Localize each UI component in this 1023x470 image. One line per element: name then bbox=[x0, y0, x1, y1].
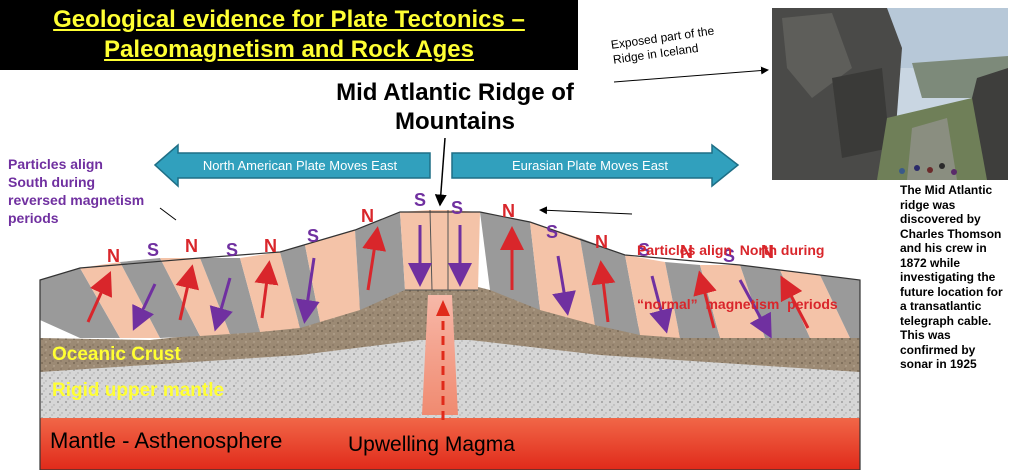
info-line: a transatlantic bbox=[900, 299, 982, 313]
polarity-letter: N bbox=[761, 242, 774, 262]
polarity-letter: S bbox=[307, 226, 319, 246]
title-line-1: Geological evidence for Plate Tectonics … bbox=[53, 6, 525, 33]
title-line-2: Paleomagnetism and Rock Ages bbox=[104, 36, 474, 63]
left-plate-label: North American Plate Moves East bbox=[203, 158, 398, 173]
polarity-letter: N bbox=[185, 236, 198, 256]
polarity-letter: S bbox=[546, 222, 558, 242]
info-line: and his crew in bbox=[900, 241, 987, 255]
info-line: ridge was bbox=[900, 197, 956, 212]
title-banner bbox=[0, 0, 578, 70]
magma-label: Upwelling Magma bbox=[348, 433, 515, 456]
center-magnetic-arrows bbox=[408, 225, 472, 287]
note-line: reversed magnetism bbox=[8, 192, 145, 208]
discovery-info: The Mid Atlantic ridge was discovered by… bbox=[900, 183, 1023, 372]
right-polarity-letters: N S N S N S N bbox=[502, 201, 774, 266]
polarity-letter: N bbox=[107, 246, 120, 266]
left-magnetic-arrows bbox=[86, 226, 387, 332]
note-line: Particles align bbox=[8, 156, 103, 172]
info-line: 1872 while bbox=[900, 255, 961, 270]
right-magnetic-arrows bbox=[500, 226, 810, 339]
polarity-letter: S bbox=[723, 246, 735, 266]
info-line: This was bbox=[900, 328, 951, 342]
reversed-note: Particles align South during reversed ma… bbox=[8, 155, 144, 227]
polarity-letter: S bbox=[638, 240, 650, 260]
asthenosphere-layer bbox=[40, 415, 860, 470]
photo-pointer-arrow bbox=[613, 66, 769, 83]
ridge-label: Mid Atlantic Ridge of Mountains bbox=[300, 78, 610, 136]
section-outline bbox=[39, 211, 861, 470]
polarity-letter: S bbox=[147, 240, 159, 260]
normal-note: Particles align North during “normal” ma… bbox=[637, 205, 838, 331]
note-line: South during bbox=[8, 174, 96, 190]
note-line: periods bbox=[8, 210, 59, 226]
info-line: Charles Thomson bbox=[900, 226, 1002, 241]
left-plate-arrow bbox=[153, 143, 431, 188]
info-line: future location for bbox=[900, 284, 1003, 299]
info-line: confirmed by bbox=[900, 342, 976, 357]
right-plate-arrow bbox=[451, 143, 740, 188]
ridge-label-line-2: Mountains bbox=[395, 108, 515, 135]
polarity-letter: N bbox=[502, 201, 515, 221]
note-line: Particles align North during bbox=[637, 242, 825, 258]
left-polarity-letters: N S N S N S N bbox=[107, 206, 374, 266]
normal-pointer-arrow bbox=[539, 206, 633, 215]
polarity-letter: S bbox=[414, 190, 426, 210]
oceanic-crust-label: Oceanic Crust bbox=[52, 344, 181, 365]
magma-arrowhead bbox=[436, 300, 450, 316]
rigid-mantle-label: Rigid upper mantle bbox=[52, 380, 225, 401]
polarity-letter: N bbox=[680, 242, 693, 262]
center-polarity-letters: S S bbox=[414, 190, 463, 218]
asthenosphere-label: Mantle - Asthenosphere bbox=[50, 428, 283, 453]
info-line: sonar in 1925 bbox=[900, 357, 977, 371]
reversed-pointer-line bbox=[159, 207, 177, 221]
polarity-letter: N bbox=[361, 206, 374, 226]
ridge-pointer-arrow bbox=[434, 137, 447, 207]
polarity-letter: N bbox=[264, 236, 277, 256]
polarity-letter: S bbox=[226, 240, 238, 260]
iceland-rift-photo bbox=[772, 8, 1008, 180]
info-line: The Mid Atlantic bbox=[900, 183, 993, 197]
info-line: investigating the bbox=[900, 270, 996, 284]
polarity-letter: S bbox=[451, 198, 463, 218]
ridge-label-line-1: Mid Atlantic Ridge of bbox=[336, 79, 574, 106]
center-stripes bbox=[400, 209, 480, 291]
right-plate-label: Eurasian Plate Moves East bbox=[512, 158, 668, 173]
info-line: discovered by bbox=[900, 212, 981, 226]
info-line: telegraph cable. bbox=[900, 313, 992, 328]
magma-channel bbox=[422, 295, 458, 415]
polarity-letter: N bbox=[595, 232, 608, 252]
note-line: “normal” magnetism periods bbox=[637, 296, 838, 312]
